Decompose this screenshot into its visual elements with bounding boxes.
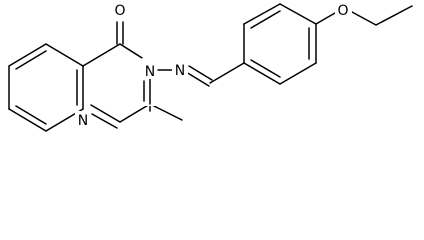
atom-labels: O N N N O (75, 1, 352, 129)
bond-c7-c8 (8, 108, 47, 132)
atom-label-ether-oxygen: O (337, 3, 348, 19)
bond-ar2-ar3 (243, 3, 281, 25)
bond-inner-ar6-ar1 (250, 59, 281, 78)
molecule-structure: O N N N O (8, 1, 413, 132)
bond-inner-c5-c6 (15, 50, 47, 70)
atom-label-imine-nitrogen: N (175, 63, 185, 79)
chemical-structure-figure: O N N N O (8, 1, 413, 132)
bond-ar5-ar6 (279, 62, 317, 85)
bond-inner-c7-c8 (15, 105, 47, 125)
atom-label-carbonyl-oxygen: O (114, 3, 125, 19)
bonds (8, 3, 413, 132)
bond-inner-ar2-ar3 (250, 10, 281, 29)
bond-c2-n1-a (90, 104, 121, 123)
atom-label-ring-nitrogen-bottom: N (78, 113, 88, 129)
bond-n-imine-ch-a (185, 71, 210, 87)
bond-o-ch2 (351, 11, 377, 26)
bond-n1-c2-double (91, 113, 118, 129)
bond-n3-c2-lower (119, 103, 151, 123)
bond-c4-c4a (82, 43, 121, 67)
bond-c2-methyl (149, 103, 183, 121)
bond-ch2-ch3 (375, 5, 413, 26)
bond-ar3-ar4 (279, 3, 317, 25)
bond-ch-aryl (209, 62, 245, 84)
bond-ar4-o (315, 12, 336, 25)
bond-c4a-c5 (45, 43, 84, 67)
bond-ar6-ar1 (243, 62, 281, 85)
bond-c5-c6 (8, 43, 47, 67)
bond-n-imine-ch-b (188, 65, 213, 81)
atom-label-ring-nitrogen-top: N (145, 64, 155, 80)
